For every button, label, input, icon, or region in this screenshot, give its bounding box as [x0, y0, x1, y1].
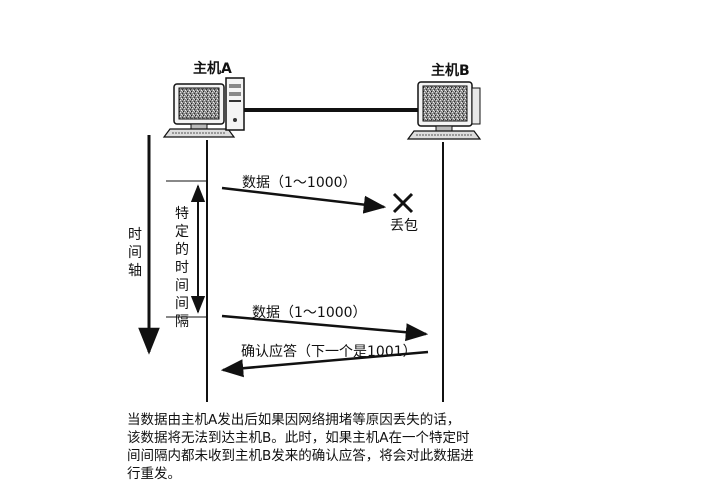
data-label-first: 数据（1～1000） [242, 175, 357, 191]
host-b-label: 主机B [431, 63, 470, 79]
data-arrow-first [221, 186, 387, 214]
lost-label: 丢包 [390, 218, 418, 234]
data-label-resend: 数据（1～1000） [252, 305, 367, 321]
data-arrow-resend [221, 314, 429, 342]
packet-lost-x-icon [392, 192, 414, 214]
time-axis-label: 时间轴 [128, 227, 142, 279]
caption-line: 行重发。 [127, 466, 181, 482]
caption-text: 当数据由主机A发出后如果因网络拥堵等原因丢失的话， 该数据将无法到达主机B。此时… [127, 411, 519, 483]
host-a-computer-icon [162, 77, 245, 138]
caption-line: 当数据由主机A发出后如果因网络拥堵等原因丢失的话， [127, 412, 461, 428]
ack-label: 确认应答（下一个是1001） [241, 344, 417, 360]
caption-line: 该数据将无法到达主机B。此时，如果主机A在一个特定时 [127, 430, 470, 446]
caption-line: 间间隔内都未收到主机B发来的确认应答，将会对此数据进 [127, 448, 474, 464]
host-a-label: 主机A [193, 61, 232, 77]
ack-arrow [220, 350, 429, 378]
interval-label: 特定的时间间隔 [175, 206, 189, 330]
host-b-computer-icon [406, 81, 482, 140]
